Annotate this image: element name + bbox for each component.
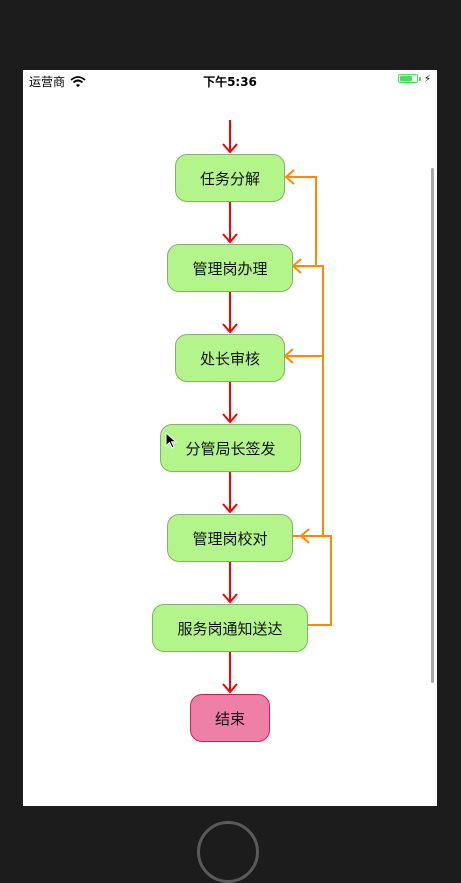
return-to-5 [293, 535, 332, 625]
phone-screen: 运营商 下午5:36 ⚡ [23, 70, 437, 806]
vertical-scrollbar[interactable] [431, 168, 434, 683]
battery-indicator: ⚡ [397, 74, 431, 85]
wifi-icon [70, 75, 86, 87]
arrow-2-3 [222, 292, 238, 334]
status-bar: 运营商 下午5:36 ⚡ [23, 70, 437, 90]
arrow-6-end [222, 652, 238, 694]
battery-icon [397, 74, 422, 85]
home-button[interactable] [197, 821, 259, 883]
arrow-1-2 [222, 202, 238, 244]
status-time: 下午5:36 [203, 75, 257, 89]
flow-connectors [222, 120, 332, 694]
arrow-3-4 [222, 382, 238, 424]
arrow-5-6 [222, 562, 238, 604]
flow-node-section-review[interactable]: 处长审核 [175, 334, 285, 382]
arrow-start [222, 120, 238, 154]
carrier-label: 运营商 [29, 75, 66, 89]
return-flow-arrows [283, 169, 332, 626]
flow-node-management-proofread[interactable]: 管理岗校对 [167, 514, 293, 562]
flow-node-management-handle[interactable]: 管理岗办理 [167, 244, 293, 292]
flow-node-end[interactable]: 结束 [190, 694, 270, 742]
flow-node-task-split[interactable]: 任务分解 [175, 154, 285, 202]
main-flow-arrows [222, 120, 238, 694]
arrow-4-5 [222, 472, 238, 514]
mouse-cursor-icon [165, 432, 178, 449]
carrier-info: 运营商 [29, 73, 86, 90]
flow-node-service-notify[interactable]: 服务岗通知送达 [152, 604, 308, 652]
flow-node-bureau-sign[interactable]: 分管局长签发 [160, 424, 301, 472]
bolt-icon: ⚡ [423, 74, 431, 85]
